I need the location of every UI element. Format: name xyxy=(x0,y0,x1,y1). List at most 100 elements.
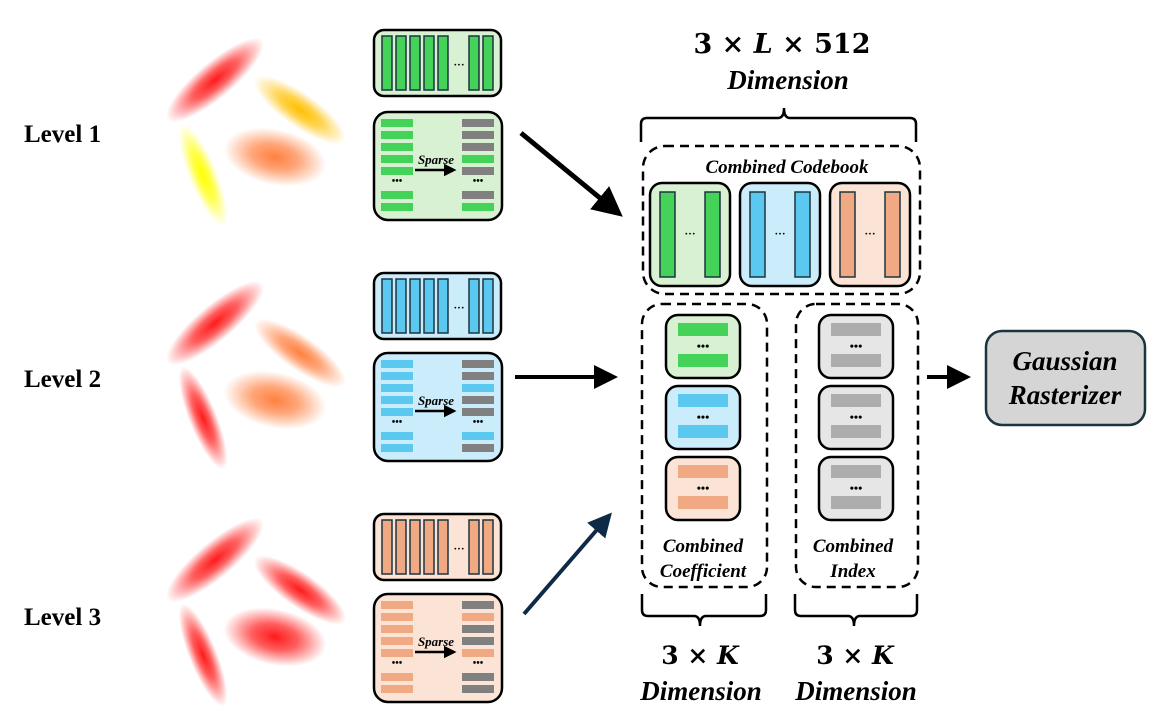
codebook-entry-column xyxy=(839,191,856,278)
rasterizer-box xyxy=(984,329,1147,427)
sparse-row xyxy=(462,432,494,440)
index-cell-3: ••• xyxy=(817,455,895,522)
codebook-column xyxy=(423,35,435,91)
dense-row xyxy=(381,625,413,633)
level-1-boxes: ···••••••Sparse xyxy=(372,28,504,222)
codebook-column xyxy=(395,35,407,91)
combined-codebook-green: ··· xyxy=(648,181,732,288)
sparse-row xyxy=(462,191,494,199)
combined-codebook-title: Combined Codebook xyxy=(705,157,869,178)
gaussian-blob xyxy=(178,123,228,227)
combined-codebook-entries: ········· xyxy=(648,181,912,288)
dense-row xyxy=(381,432,413,440)
cell-ellipsis: ••• xyxy=(697,410,710,424)
gaussian-rasterizer: Gaussian Rasterizer xyxy=(984,329,1147,427)
dense-row xyxy=(381,396,413,404)
sparse-row xyxy=(462,625,494,633)
dense-row xyxy=(381,384,413,392)
sparse-label: Sparse xyxy=(418,152,454,167)
level-2-codebook: ··· xyxy=(372,271,503,341)
sparse-row xyxy=(462,360,494,368)
codebook-entry-ellipsis: ··· xyxy=(864,228,875,240)
dense-row xyxy=(381,649,413,657)
index-cell-1: ••• xyxy=(817,313,895,380)
cell-row xyxy=(831,354,881,367)
cell-ellipsis: ••• xyxy=(697,339,710,353)
sparse-ellipsis: ••• xyxy=(473,658,484,669)
combined-codebook-orange: ··· xyxy=(828,181,912,288)
combined-coefficient-entries: ••• ••• ••• xyxy=(664,313,742,522)
combined-codebook-blue: ··· xyxy=(738,181,822,288)
codebook-column xyxy=(409,278,421,334)
cell-row xyxy=(831,465,881,478)
codebook-column xyxy=(482,519,494,575)
level-3-arrow xyxy=(522,512,612,616)
sparse-ellipsis: ••• xyxy=(473,417,484,428)
gaussian-blob xyxy=(253,318,347,388)
index-cell-2: ••• xyxy=(817,384,895,451)
dense-ellipsis: ••• xyxy=(392,658,403,669)
combined-codebook-box xyxy=(641,144,922,296)
coefficient-cell-2: ••• xyxy=(664,384,742,451)
sparse-row xyxy=(462,131,494,139)
dense-row xyxy=(381,360,413,368)
cell-ellipsis: ••• xyxy=(697,481,710,495)
codebook-entry-column xyxy=(749,191,766,278)
gaussian-blob xyxy=(223,370,327,430)
sparse-row xyxy=(462,637,494,645)
codebook-ellipsis: ··· xyxy=(453,59,464,71)
codebook-entry-column xyxy=(884,191,901,278)
level-2-label: Level 2 xyxy=(24,366,101,393)
codebook-entry-column xyxy=(794,191,811,278)
level-3-sparse-block: ••• ••• Sparse xyxy=(372,592,504,704)
cell-ellipsis: ••• xyxy=(850,339,863,353)
cell-row xyxy=(678,465,728,478)
sparse-row xyxy=(462,685,494,693)
dense-row xyxy=(381,685,413,693)
coefficient-dim-label: Dimension xyxy=(639,676,762,706)
dense-row xyxy=(381,131,413,139)
coefficient-brace xyxy=(640,594,768,627)
sparse-label: Sparse xyxy=(418,634,454,649)
sparse-row xyxy=(462,601,494,609)
level-1-sparse-block: ••••••Sparse xyxy=(372,110,504,222)
gaussian-blob xyxy=(178,366,228,470)
index-dim-label: Dimension xyxy=(794,676,917,706)
rasterizer-line2: Rasterizer xyxy=(1008,380,1122,410)
codebook-column xyxy=(437,35,449,91)
gaussian-blob xyxy=(166,517,264,603)
level-boxes: ···••••••Sparse···••••••Sparse···••••••S… xyxy=(372,28,504,704)
index-title-line1: Combined xyxy=(813,536,894,557)
dense-row xyxy=(381,155,413,163)
level-2-gaussians xyxy=(166,280,347,470)
sparse-row xyxy=(462,384,494,392)
level-3-gaussians xyxy=(166,517,347,707)
codebook-column xyxy=(482,35,494,91)
sparse-row xyxy=(462,155,494,163)
codebook-column xyxy=(409,35,421,91)
sparse-row xyxy=(462,673,494,681)
gaussian-blob xyxy=(166,280,264,366)
gaussian-blob xyxy=(253,75,347,145)
cell-row xyxy=(678,496,728,509)
coefficient-title-line1: Combined xyxy=(663,536,744,557)
cell-row xyxy=(678,425,728,438)
dense-row xyxy=(381,408,413,416)
dense-ellipsis: ••• xyxy=(392,176,403,187)
gaussian-blob xyxy=(223,607,327,667)
level-1-arrow xyxy=(519,131,623,217)
cell-row xyxy=(831,323,881,336)
coefficient-title-line2: Coefficient xyxy=(660,561,747,582)
codebook-column xyxy=(423,519,435,575)
coefficient-cell-3: ••• xyxy=(664,455,742,522)
index-title-line2: Index xyxy=(829,561,876,582)
rasterizer-line1: Gaussian xyxy=(1012,346,1117,376)
dense-ellipsis: ••• xyxy=(392,417,403,428)
codebook-column xyxy=(423,278,435,334)
codebook-column xyxy=(482,278,494,334)
cell-row xyxy=(831,496,881,509)
sparse-label: Sparse xyxy=(418,393,454,408)
dense-row xyxy=(381,601,413,609)
cell-row xyxy=(678,323,728,336)
